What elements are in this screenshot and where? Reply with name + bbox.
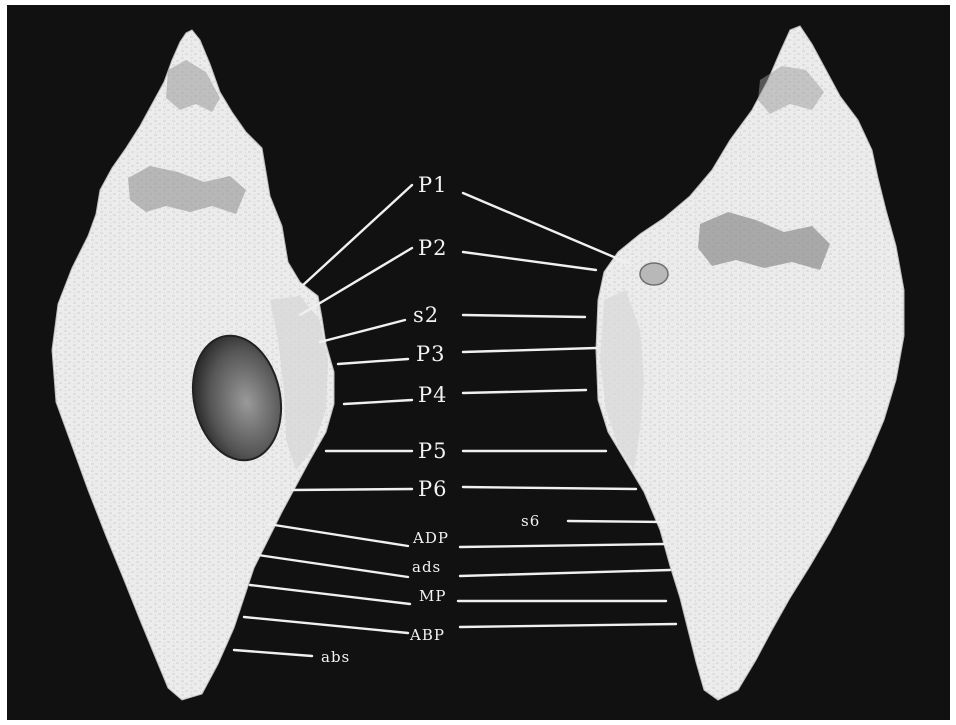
label-p6: P6 [418, 477, 448, 501]
label-abs: abs [321, 648, 350, 666]
label-abp: ABP [409, 626, 445, 644]
label-p2: P2 [418, 236, 448, 260]
label-p5: P5 [418, 439, 448, 463]
label-p1: P1 [418, 173, 448, 197]
label-p3: P3 [416, 342, 446, 366]
label-adp: ADP [412, 529, 449, 547]
label-ads: ads [412, 558, 441, 576]
label-s2: s2 [413, 303, 439, 327]
leader-s6-right [568, 521, 666, 522]
label-s6: s6 [521, 512, 540, 530]
leader-p6-left [292, 489, 412, 490]
right-shell-node [640, 263, 668, 285]
label-mp: MP [419, 587, 446, 605]
label-p4: P4 [418, 383, 448, 407]
